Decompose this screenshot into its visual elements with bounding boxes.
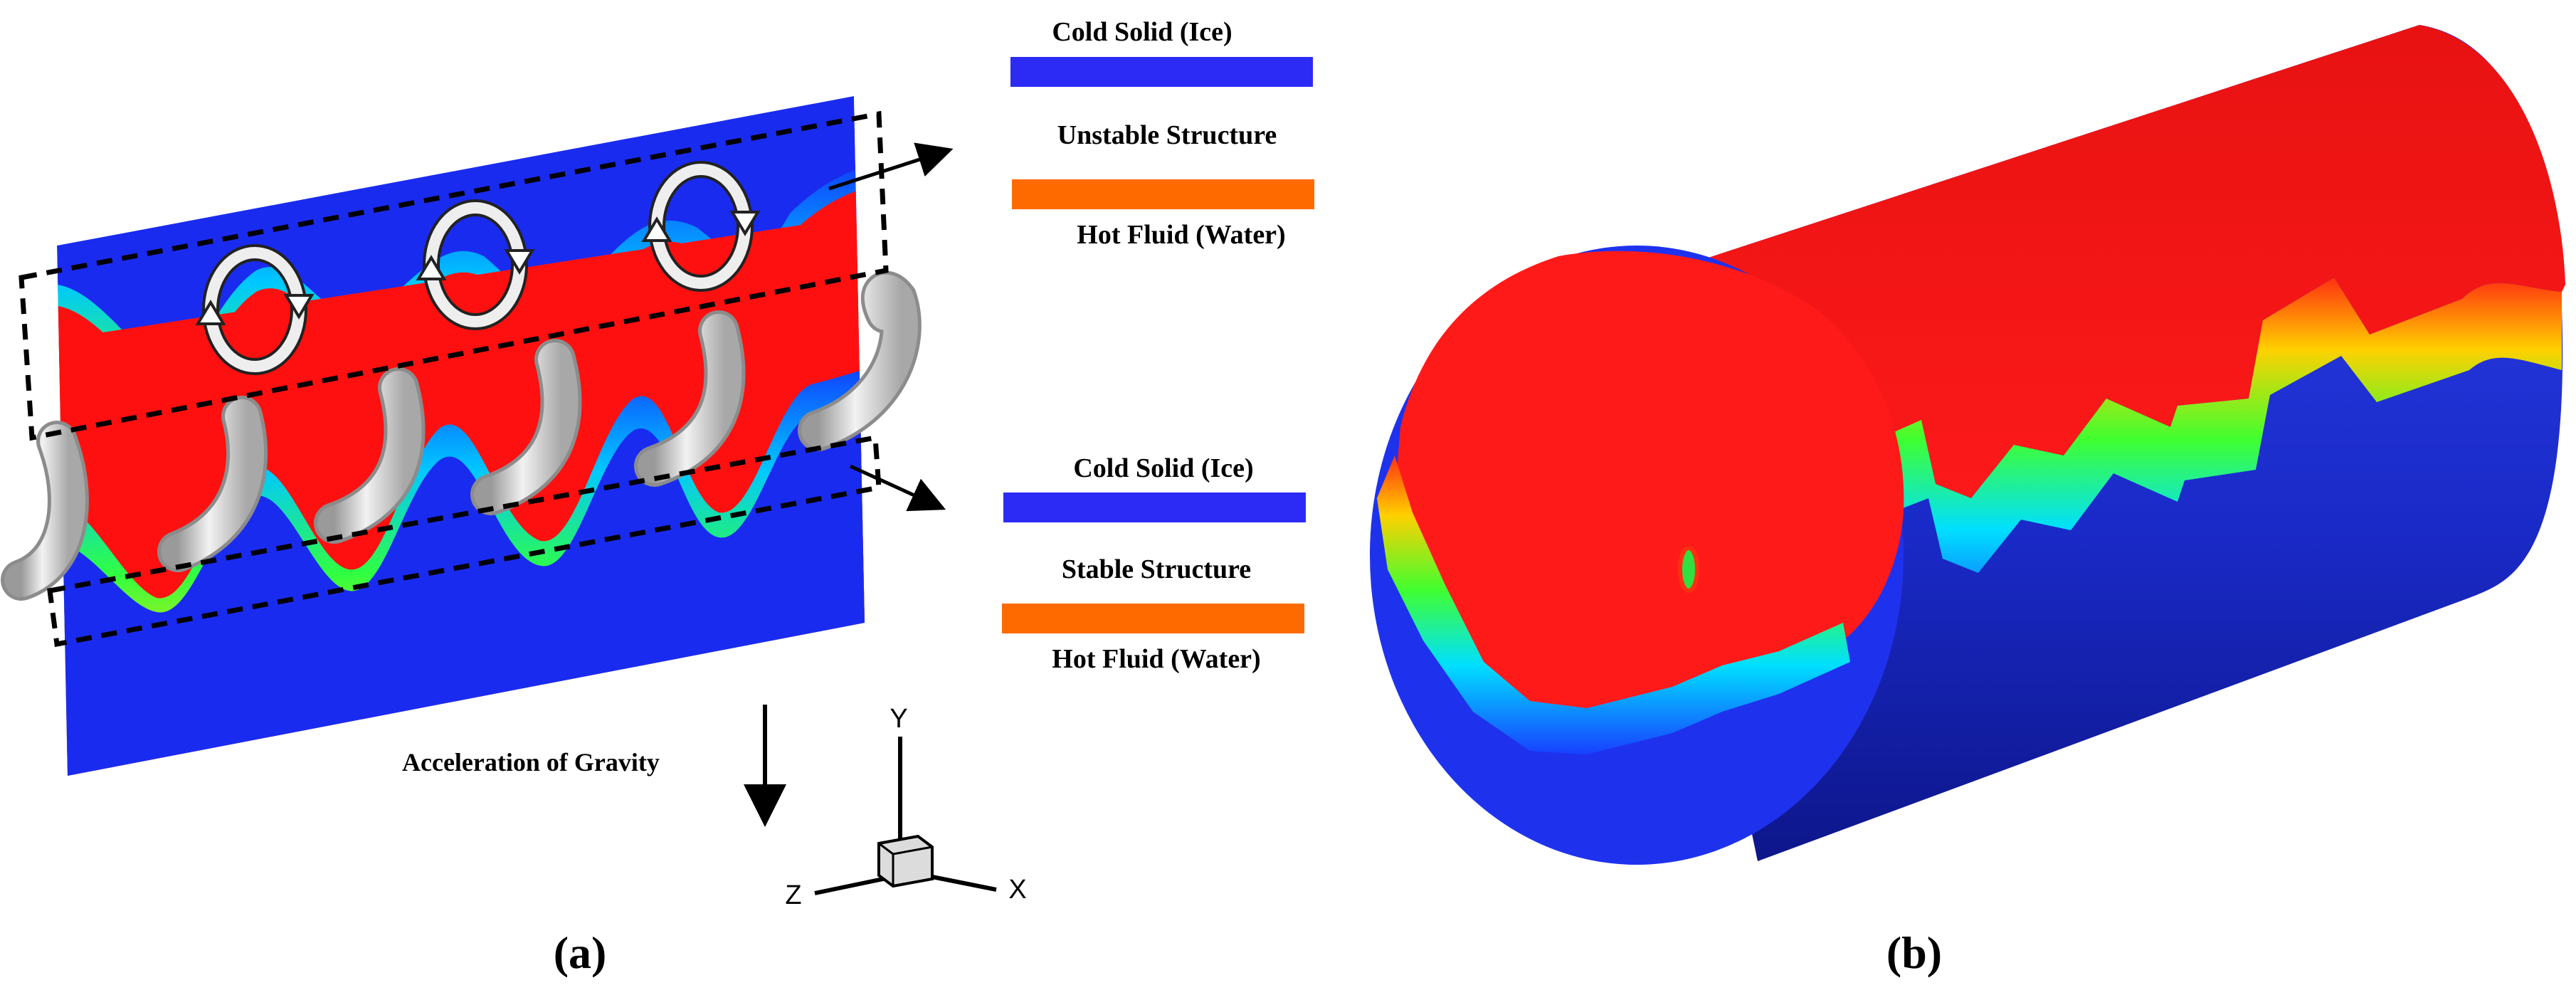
- cap-marker: [1678, 546, 1699, 593]
- legend-stable-bottom-label: Hot Fluid (Water): [1052, 644, 1260, 674]
- panel-a: Cold Solid (Ice) Unstable Structure Hot …: [1, 17, 1314, 978]
- coil-tube: [470, 339, 582, 515]
- legend-unstable-bottom-label: Hot Fluid (Water): [1077, 220, 1285, 250]
- unstable-pointer-arrow: [828, 142, 954, 191]
- legend-unstable: Cold Solid (Ice) Unstable Structure Hot …: [1010, 17, 1314, 250]
- unstable-region-box: [19, 110, 889, 441]
- stable-pointer-arrow: [849, 464, 946, 512]
- water-swatch: [1012, 179, 1314, 209]
- coil-tube: [1, 421, 89, 601]
- coil-tube: [798, 271, 922, 451]
- axis-y-label: Y: [890, 704, 907, 734]
- cylinder: [1370, 25, 2565, 865]
- panel-b: (b): [1370, 25, 2565, 978]
- legend-unstable-top-label: Cold Solid (Ice): [1052, 17, 1232, 47]
- axis-z-label: Z: [785, 880, 801, 910]
- coil-tube: [314, 367, 426, 544]
- rotation-arrows-icon: [195, 161, 761, 375]
- coordinate-axes-icon: Y Z X: [785, 704, 1026, 910]
- panel-a-label: (a): [554, 927, 607, 978]
- stable-region-box: [47, 434, 882, 648]
- ice-swatch: [1010, 57, 1313, 87]
- panel-b-label: (b): [1886, 927, 1942, 978]
- legend-stable-middle-label: Stable Structure: [1062, 554, 1251, 584]
- coil-tube: [157, 396, 268, 572]
- ice-swatch: [1003, 493, 1306, 522]
- water-swatch: [1002, 604, 1304, 633]
- legend-stable-top-label: Cold Solid (Ice): [1073, 453, 1253, 483]
- gravity-label: Acceleration of Gravity: [402, 748, 660, 776]
- contour-slab: [57, 96, 865, 776]
- axis-x-label: X: [1008, 875, 1026, 905]
- legend-stable: Cold Solid (Ice) Stable Structure Hot Fl…: [1002, 453, 1306, 674]
- coil-tubes: [1, 271, 922, 601]
- coil-tube: [634, 310, 746, 487]
- legend-unstable-middle-label: Unstable Structure: [1057, 120, 1277, 150]
